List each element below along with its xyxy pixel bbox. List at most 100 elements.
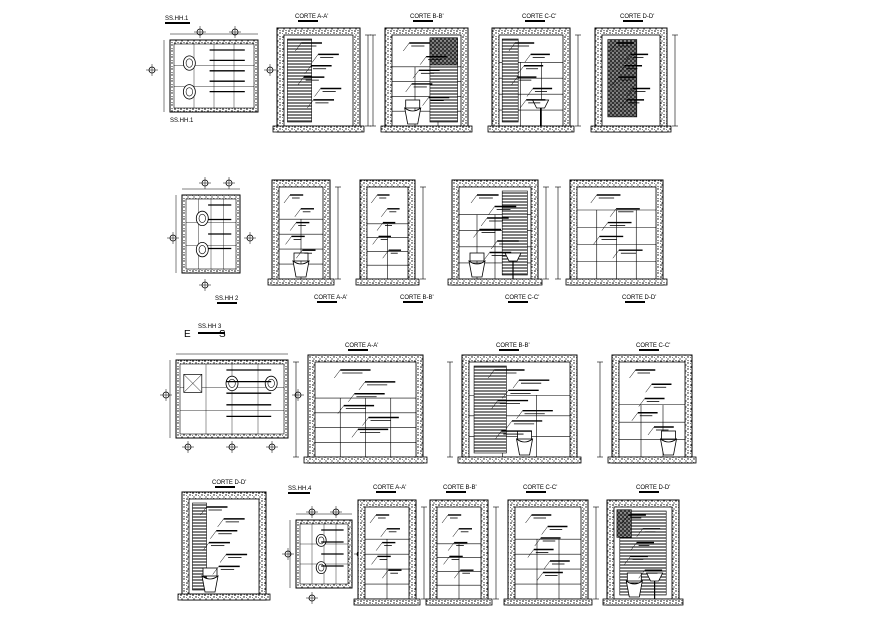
plan-sshh4 xyxy=(282,506,366,604)
note-leader xyxy=(638,398,645,407)
section-label-g1-d: CORTE D-D' xyxy=(620,14,654,20)
labels-layer: SS.HH.1 SS.HH.1 CORTE A-A' CORTE B-B' CO… xyxy=(165,14,670,492)
section-g4-d xyxy=(602,499,684,606)
stone-panel xyxy=(616,509,632,538)
toilet-bowl xyxy=(404,107,422,125)
note-leader xyxy=(612,76,619,86)
plan-toilet-fixture xyxy=(267,378,275,388)
note-leader xyxy=(297,76,304,86)
floor-strip xyxy=(303,456,428,464)
note-leader xyxy=(405,83,412,93)
note-leader xyxy=(470,194,478,204)
note-leader xyxy=(376,222,384,231)
section-g4-a xyxy=(353,499,427,606)
section-label-g2-a: CORTE A-A' xyxy=(314,295,347,301)
note-leader xyxy=(334,369,341,379)
section-g1-a xyxy=(272,27,371,133)
note-leader xyxy=(382,250,389,259)
note-leader xyxy=(454,570,461,579)
note-leader xyxy=(219,554,227,563)
note-leader xyxy=(512,380,520,389)
section-g1-d xyxy=(590,27,678,133)
section-g3-a xyxy=(293,354,428,464)
stone-panel xyxy=(607,39,638,118)
floor-strip xyxy=(457,456,582,464)
note-leader xyxy=(311,54,319,63)
hatched-panel xyxy=(473,365,507,454)
overlay-text-e: E xyxy=(184,329,191,340)
note-leader xyxy=(502,390,509,399)
note-leader xyxy=(289,222,297,231)
sink-basin xyxy=(504,252,522,262)
section-g1-b xyxy=(370,27,473,133)
sections-layer xyxy=(177,27,697,606)
note-leader xyxy=(626,88,633,97)
note-leader xyxy=(525,514,532,524)
note-leader xyxy=(285,236,292,245)
note-leader xyxy=(638,570,645,579)
section-g3-c xyxy=(597,354,697,464)
note-leader xyxy=(488,369,495,379)
note-leader xyxy=(452,528,459,537)
note-leader xyxy=(629,369,636,379)
plan-label-sshh3: SS.HH 3 xyxy=(198,324,222,330)
note-leader xyxy=(505,420,513,430)
floor-strip xyxy=(590,125,672,133)
note-leader xyxy=(443,556,450,565)
note-leader xyxy=(508,42,516,52)
note-leader xyxy=(593,236,600,245)
toilet-tank xyxy=(293,252,309,262)
note-leader xyxy=(517,65,525,74)
note-leader xyxy=(337,405,344,414)
plan-toilet-fixture xyxy=(182,84,196,100)
toilet-tank xyxy=(405,99,421,109)
note-leader xyxy=(295,42,302,52)
note-leader xyxy=(609,208,617,217)
toilet-tank xyxy=(626,572,642,582)
note-leader xyxy=(480,217,488,227)
plan-label-sshh1: SS.HH.1 xyxy=(165,16,189,22)
section-g2-c xyxy=(447,179,549,286)
plan-toilet-fixture xyxy=(315,561,327,574)
note-leader xyxy=(348,393,355,402)
toilet-bowl xyxy=(201,575,219,593)
note-leader xyxy=(491,400,498,409)
note-leader xyxy=(612,250,620,259)
floor-strip xyxy=(355,278,420,286)
note-leader xyxy=(371,194,378,204)
section-g2-a xyxy=(267,179,341,286)
plan-label-sshh2: SS.HH 2 xyxy=(215,296,239,302)
plan-toilet-fixture xyxy=(225,375,239,391)
note-leader xyxy=(296,250,303,259)
plan-toilet-fixture xyxy=(195,210,209,226)
note-leader xyxy=(620,99,627,109)
note-leader xyxy=(382,570,389,579)
interior xyxy=(514,506,582,600)
note-leader xyxy=(495,430,502,440)
note-leader xyxy=(516,410,523,419)
section-label-g3-a: CORTE A-A' xyxy=(345,343,378,349)
section-g1-c xyxy=(487,27,581,133)
note-leader xyxy=(403,42,410,52)
note-leader xyxy=(419,56,427,65)
plan-toilet-fixture xyxy=(182,55,196,71)
plan-toilet-fixture xyxy=(195,242,209,258)
note-leader xyxy=(601,222,609,231)
hatched-panel xyxy=(192,502,207,591)
section-label-g1-c: CORTE C-C' xyxy=(522,14,556,20)
note-leader xyxy=(381,208,388,217)
note-leader xyxy=(511,76,518,86)
section-g2-d xyxy=(555,179,668,286)
note-leader xyxy=(524,54,531,63)
note-leader xyxy=(371,556,378,565)
floor-strip xyxy=(272,125,365,133)
plan-label-sshh1-bottom: SS.HH.1 xyxy=(170,118,194,124)
toilet-tank xyxy=(202,567,218,577)
note-leader xyxy=(526,88,534,97)
section-label-g2-b: CORTE B-B' xyxy=(400,295,434,301)
plan-sshh2 xyxy=(167,177,256,291)
plan-toilet-fixture xyxy=(198,245,206,255)
toilet-bowl xyxy=(515,438,534,456)
plan-toilet-fixture xyxy=(228,378,236,388)
